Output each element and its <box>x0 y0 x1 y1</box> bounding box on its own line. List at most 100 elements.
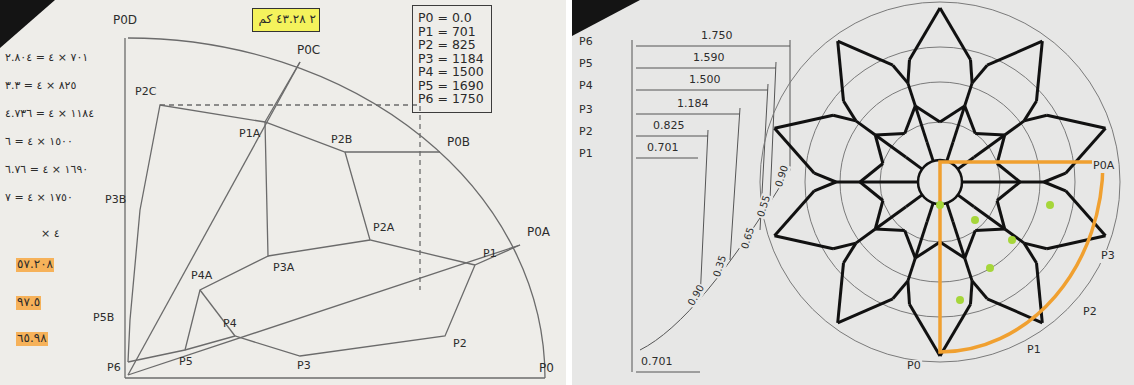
dimension-value: 1.590 <box>692 52 726 65</box>
pattern-line <box>775 115 834 128</box>
point-label: P0D <box>112 14 138 28</box>
pattern-line <box>875 201 883 230</box>
node-text: P5 = 1690 <box>418 79 486 93</box>
point-label: P6 <box>106 362 122 375</box>
point-label: P1 <box>1026 344 1042 357</box>
pattern-line <box>975 229 1004 231</box>
pattern-line <box>833 243 856 249</box>
pattern-line <box>905 106 916 134</box>
dimension-value: 0.701 <box>646 142 680 155</box>
pattern-line <box>997 182 1020 201</box>
pattern-line <box>910 304 941 356</box>
dimension-lines <box>632 40 790 372</box>
pattern-line <box>965 106 976 134</box>
pattern-line <box>1047 115 1106 128</box>
pattern-line <box>838 41 844 101</box>
pattern-line <box>915 106 940 122</box>
pattern-line <box>997 135 1005 164</box>
pattern-line <box>987 41 1042 65</box>
pattern-line <box>860 164 883 183</box>
point-label: P3 <box>296 360 312 373</box>
pattern-line <box>908 258 915 281</box>
pattern-line <box>893 65 908 83</box>
pattern-line <box>893 281 908 299</box>
point-label: P0A <box>526 226 551 240</box>
handwritten-note: ٦٥.٩٨ <box>16 332 48 346</box>
pattern-line <box>971 60 973 83</box>
pattern-line <box>1024 243 1036 263</box>
pattern-line <box>908 60 910 83</box>
green-dots <box>936 201 1054 304</box>
pattern-line <box>958 195 974 207</box>
point-label: P3 <box>1100 250 1116 263</box>
dimension-value: 1.500 <box>688 74 722 87</box>
point-label: P3A <box>272 262 295 275</box>
pattern-line <box>940 242 965 258</box>
pattern-line <box>844 101 856 121</box>
point-label: P2A <box>372 222 395 235</box>
handwritten-note: ١١٨٤ × ٤ = ٤.٧٣٦ <box>4 108 95 121</box>
handwritten-note: ٥٧.٢٠٨ <box>16 258 54 272</box>
values-box: P0 = 0.0P1 = 701P2 = 825P3 = 1184P4 = 15… <box>412 5 492 113</box>
pattern-line <box>875 229 904 231</box>
pattern-line <box>997 201 1005 230</box>
pattern-line <box>775 236 834 249</box>
pattern-line <box>838 263 844 323</box>
point-label: P1 <box>578 148 594 161</box>
pattern-line <box>972 281 987 299</box>
pattern-line <box>908 83 915 106</box>
node-text: P6 = 1750 <box>418 92 486 106</box>
pencil-sector <box>125 38 545 378</box>
pattern-line <box>982 181 1020 184</box>
pattern-line <box>1005 121 1024 135</box>
point-label: P5 <box>578 58 594 71</box>
handwritten-note: ٨٢٥ × ٤ = ٣.٣ <box>4 80 77 93</box>
pattern-line <box>814 173 836 182</box>
pattern-line <box>1047 236 1106 249</box>
guide-circles <box>760 2 1120 362</box>
pattern-line <box>965 83 972 106</box>
point-label: P2C <box>134 86 157 99</box>
pattern-line <box>1005 229 1024 243</box>
pattern-line <box>814 182 836 191</box>
dimension-value: 0.701 <box>640 356 674 369</box>
dimension-value: 0.825 <box>652 120 686 133</box>
point-label: P3 <box>578 104 594 117</box>
dark-corner <box>0 0 55 48</box>
pattern-line <box>965 258 972 281</box>
node-text: P3 = 1184 <box>418 52 486 66</box>
pattern-line <box>860 182 883 201</box>
pattern-line <box>1044 182 1066 191</box>
point-label: P2 <box>1082 306 1098 319</box>
point-label: P4 <box>222 318 238 331</box>
dimension-value: 1.184 <box>676 98 710 111</box>
point-label: P3B <box>104 194 127 207</box>
point-label: P0 <box>538 362 555 376</box>
point-label: P0C <box>296 44 321 58</box>
pattern-line <box>947 142 953 161</box>
point-label: P4 <box>578 80 594 93</box>
pattern-line <box>1024 115 1047 121</box>
node-text: P4 = 1500 <box>418 65 486 79</box>
point-label: P4A <box>190 270 213 283</box>
handwritten-note: ١٦٩٠ × ٤ = ٦.٧٦ <box>4 164 89 177</box>
pattern-line <box>927 203 933 222</box>
pattern-line <box>875 134 904 136</box>
point-label: P6 <box>578 36 594 49</box>
paper-right <box>572 0 1134 385</box>
point-label: P2B <box>330 134 353 147</box>
dimension-value: 1.750 <box>700 30 734 43</box>
point-label: P1 <box>482 248 498 261</box>
pattern-line <box>906 195 922 207</box>
pattern-line <box>1044 173 1066 182</box>
node-text: P0 = 0.0 <box>418 11 486 25</box>
handwritten-note: × ٤ <box>40 228 61 241</box>
node-text: P1 = 701 <box>418 25 486 39</box>
highlight-box: ٢ ٤٣.٢٨ كم <box>252 8 320 32</box>
pattern-line <box>915 242 940 258</box>
handwritten-note: ٩٧.٥ <box>16 296 41 310</box>
pattern-line <box>836 181 860 184</box>
point-label: P5 <box>178 356 194 369</box>
pattern-line <box>965 231 976 259</box>
